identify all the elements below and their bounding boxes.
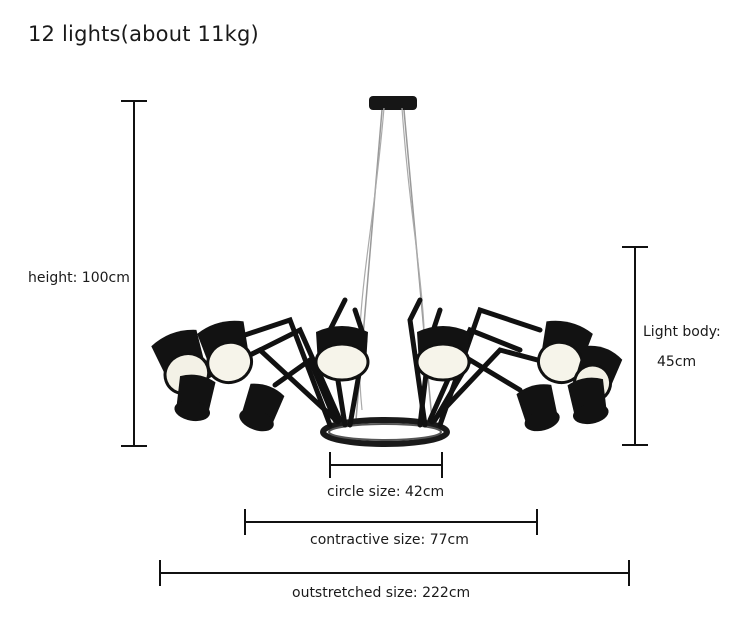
product-title: 12 lights(about 11kg): [28, 22, 259, 46]
contractive-right-cap: [536, 509, 538, 535]
circle-right-cap: [441, 452, 443, 478]
light-body-dimension-line: [634, 247, 636, 445]
height-label: height: 100cm: [28, 270, 130, 286]
light-body-label: Light body:: [643, 324, 721, 340]
light-body-bottom-cap: [622, 444, 648, 446]
height-bottom-cap: [121, 445, 147, 447]
light-body-top-cap: [622, 246, 648, 248]
contractive-size-label: contractive size: 77cm: [310, 532, 469, 548]
circle-dimension-line: [330, 464, 442, 466]
circle-size-label: circle size: 42cm: [327, 484, 445, 500]
height-dimension-line: [133, 101, 135, 446]
circle-left-cap: [329, 452, 331, 478]
contractive-dimension-line: [245, 521, 537, 523]
outstretched-size-label: outstretched size: 222cm: [292, 585, 471, 601]
height-top-cap: [121, 100, 147, 102]
outstretched-dimension-line: [160, 572, 629, 574]
contractive-left-cap: [244, 509, 246, 535]
outstretched-right-cap: [628, 560, 630, 586]
outstretched-left-cap: [159, 560, 161, 586]
light-body-value: 45cm: [657, 354, 697, 370]
